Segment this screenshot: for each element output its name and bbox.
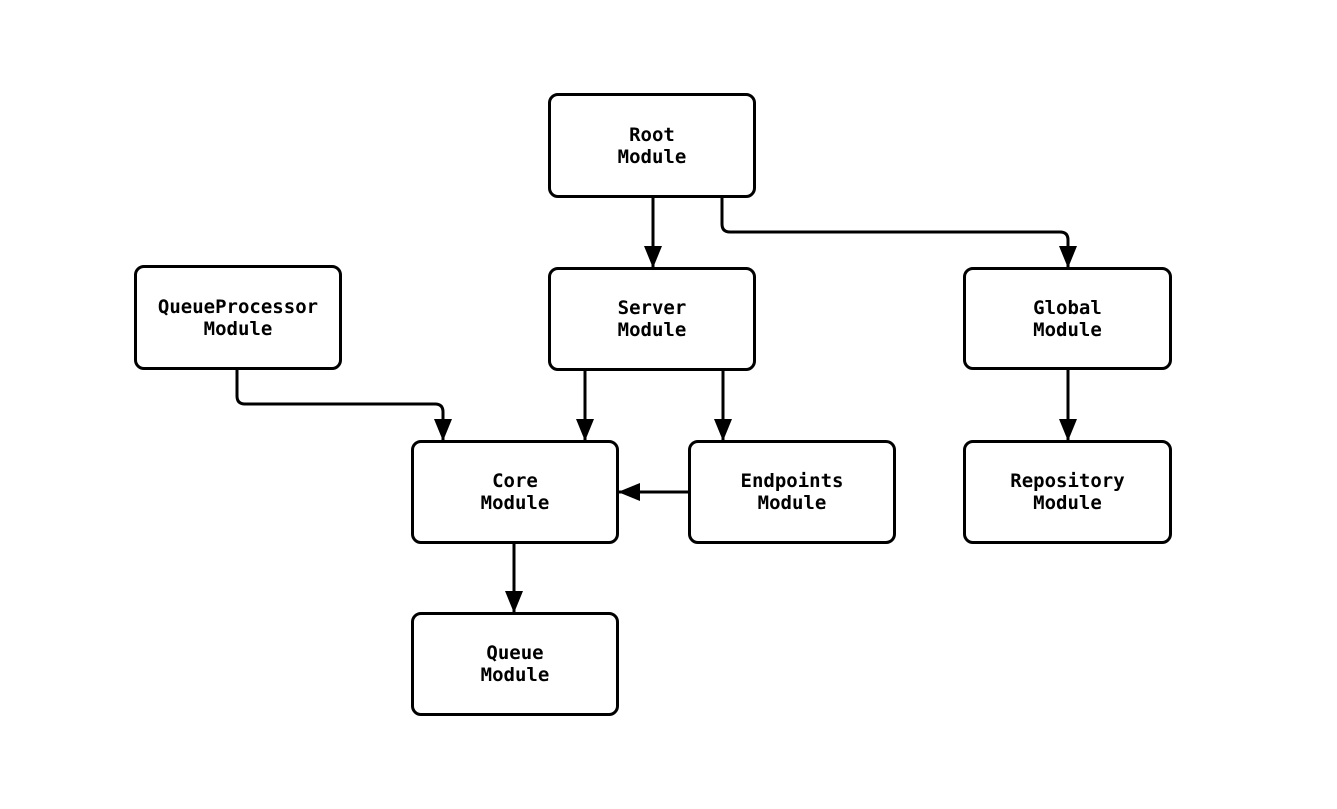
node-subtitle: Module xyxy=(480,664,550,686)
node-subtitle: Module xyxy=(1033,492,1102,514)
node-title: Server xyxy=(617,297,687,319)
node-title: QueueProcessor xyxy=(157,295,319,318)
edge-queue-processor-to-core xyxy=(235,370,452,441)
node-title: Repository xyxy=(1010,470,1125,492)
node-title: Endpoints xyxy=(740,470,844,492)
node-subtitle: Module xyxy=(617,145,687,168)
node-subtitle: Module xyxy=(757,492,827,514)
node-subtitle: Module xyxy=(1033,318,1102,341)
node-subtitle: Module xyxy=(203,317,273,340)
node-title: Queue xyxy=(486,642,544,664)
edge-root-to-global xyxy=(720,198,1077,268)
node-subtitle: Module xyxy=(480,492,550,514)
node-title: Global xyxy=(1033,296,1102,319)
node-subtitle: Module xyxy=(617,319,687,341)
node-title: Core xyxy=(492,470,538,492)
node-title: Root xyxy=(629,123,675,146)
